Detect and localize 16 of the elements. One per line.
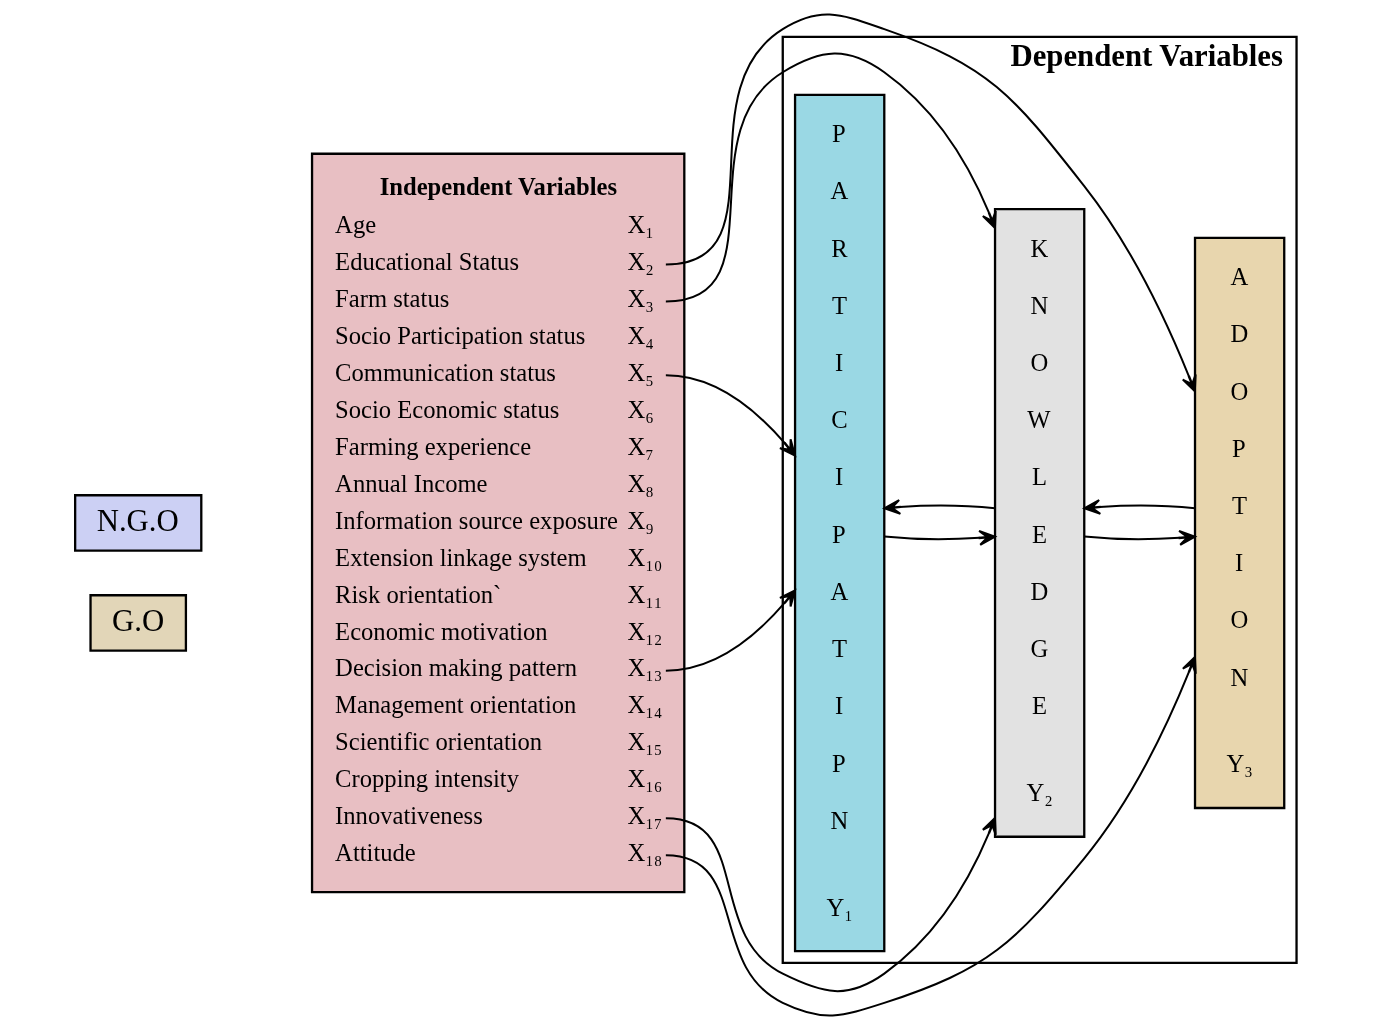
arrow — [664, 589, 796, 672]
arrow — [882, 529, 996, 546]
arrow — [664, 52, 997, 303]
arrow — [1082, 529, 1196, 546]
arrow — [664, 13, 1197, 393]
arrow — [1082, 499, 1196, 515]
node-box: G.O — [88, 594, 187, 652]
node-box: ADOPTION Y₃ — [1193, 236, 1285, 810]
arrow — [664, 817, 997, 993]
arrow — [664, 655, 1197, 1017]
node-box: N.G.O — [73, 494, 202, 552]
node-box: KNOWLEDGE Y₂ — [993, 208, 1085, 838]
arrow — [882, 499, 996, 515]
arrow — [664, 374, 796, 457]
node-box: Independent Variables Age X₁ Educational Status X₂ Farm status X₃ Socio Participation status X₄ Communication status X₅ Socio Economic status X₆ Farming experience X₇ Annual Income X₈ Information source exposure X₉ Extension linkage system X₁₀ Risk orientation` X₁₁ Economic motivation X₁₂ Decision making pattern X₁₃ Management orientation X₁₄ Scientific orientation X₁₅ Cropping intensity X₁₆ Innovativeness X₁₇ Attitude X₁₈ — [310, 152, 685, 894]
node-box: PARTICIPATIPN Y₁ — [793, 93, 885, 953]
